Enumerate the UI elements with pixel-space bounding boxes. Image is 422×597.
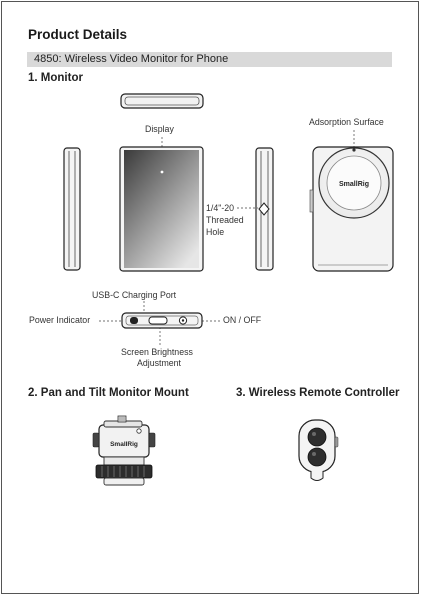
monitor-left-side-view: [64, 148, 80, 270]
display-screen: [124, 150, 199, 268]
pan-tilt-mount-illustration: SmallRig: [93, 416, 155, 485]
monitor-back-view: SmallRig: [310, 130, 393, 271]
monitor-bottom-view: [99, 301, 221, 345]
mount-logo: SmallRig: [110, 441, 138, 448]
power-indicator-led: [130, 317, 138, 324]
remote-button-bottom: [308, 448, 326, 466]
monitor-right-side-view: [237, 148, 273, 270]
remote-button-top: [308, 428, 326, 446]
wireless-remote-illustration: [299, 420, 338, 481]
monitor-front-view: [120, 137, 203, 271]
usbc-port: [149, 317, 167, 324]
monitor-top-view: [121, 94, 203, 108]
display-callout-dot: [161, 171, 164, 174]
back-logo: SmallRig: [339, 181, 369, 188]
